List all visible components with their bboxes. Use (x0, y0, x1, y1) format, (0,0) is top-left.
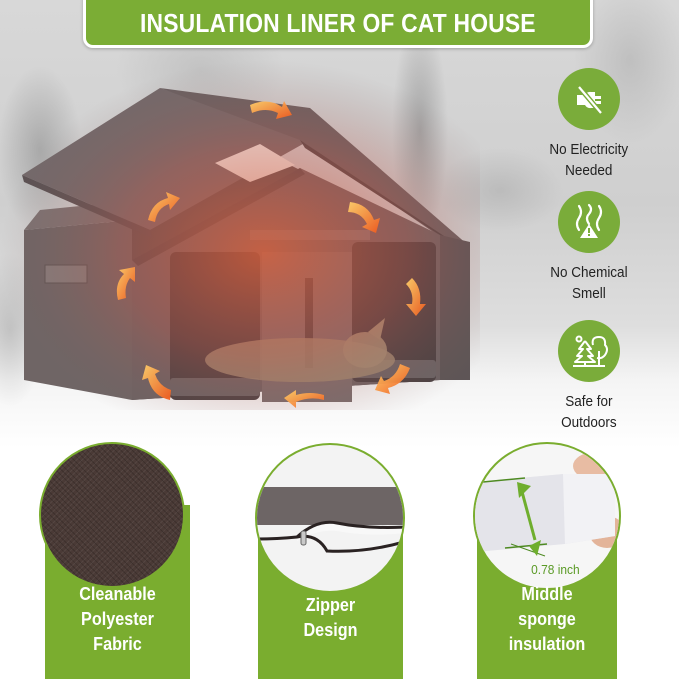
no-electricity-plug-icon (577, 85, 603, 115)
card-label-line: Design (303, 620, 358, 640)
feature-label-line: Needed (565, 162, 613, 179)
card-label-line: sponge (518, 609, 576, 629)
cat-house-illustration (0, 60, 480, 410)
card-label-line: Zipper (305, 595, 356, 615)
sponge-closeup-image: 0.78 inch (473, 442, 621, 590)
feature-label-line: No Chemical (550, 264, 628, 281)
feature-icon-circle (558, 191, 620, 253)
page-title: INSULATION LINER OF CAT HOUSE (140, 8, 536, 38)
feature-icon-circle (558, 320, 620, 382)
card-label-line: Fabric (93, 634, 142, 654)
feature-no-electricity: No Electricity Needed (532, 68, 646, 181)
feature-label-line: No Electricity (549, 141, 629, 158)
feature-label-line: Outdoors (561, 414, 617, 431)
card-sponge-insulation: 0.78 inch Middle sponge insulation (473, 440, 621, 679)
zipper-closeup-image (255, 443, 405, 593)
feature-safe-for-outdoors: Safe for Outdoors (532, 320, 646, 433)
card-label-line: insulation (508, 634, 586, 654)
no-chemical-smell-icon (575, 203, 603, 238)
outdoor-trees-icon (573, 335, 608, 367)
title-banner: INSULATION LINER OF CAT HOUSE (83, 0, 593, 48)
feature-icon-circle (558, 68, 620, 130)
fabric-texture-image (39, 442, 185, 588)
card-label-line: Middle (521, 584, 573, 604)
card-zipper-design: Zipper Design (255, 440, 405, 679)
thickness-measurement: 0.78 inch (531, 562, 580, 577)
feature-label-line: Smell (572, 285, 606, 302)
card-polyester-fabric: Cleanable Polyester Fabric (39, 440, 190, 679)
feature-label-line: Safe for (565, 393, 613, 410)
heat-flow-arrow-icon (116, 101, 426, 408)
card-label-line: Polyester (81, 609, 154, 629)
feature-no-chemical-smell: No Chemical Smell (532, 191, 646, 304)
card-label-line: Cleanable (79, 584, 156, 604)
